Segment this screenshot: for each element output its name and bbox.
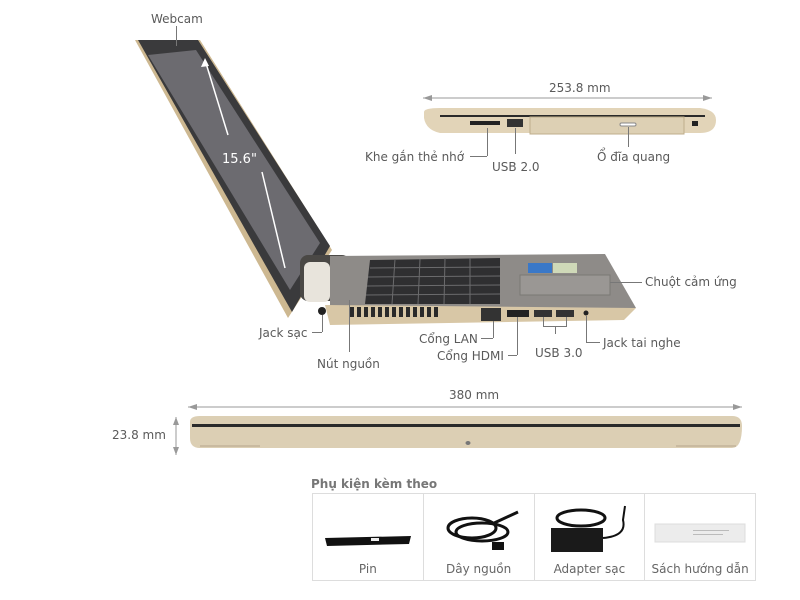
label-screen-size: 15.6" bbox=[222, 152, 257, 167]
optical-drive bbox=[529, 116, 685, 135]
usb2-port bbox=[507, 119, 523, 127]
label-hdmi-port: Cổng HDMI bbox=[437, 349, 504, 363]
label-power-button: Nút nguồn bbox=[317, 357, 380, 371]
accessory-charger-adapter: Adapter sạc bbox=[535, 494, 646, 580]
label-webcam: Webcam bbox=[151, 12, 203, 26]
accessories-title: Phụ kiện kèm theo bbox=[311, 477, 438, 491]
accessory-power-cord: Dây nguồn bbox=[424, 494, 535, 580]
vent bbox=[350, 307, 438, 317]
power-cord-icon bbox=[432, 500, 526, 560]
label-thickness: 23.8 mm bbox=[112, 428, 166, 442]
touchpad bbox=[519, 274, 611, 296]
usb3-port-2 bbox=[556, 310, 574, 317]
label-usb3: USB 3.0 bbox=[535, 346, 583, 360]
label-charging-jack: Jack sạc bbox=[259, 326, 308, 340]
usb3-port-1 bbox=[534, 310, 552, 317]
charging-jack-port bbox=[318, 307, 326, 315]
accessories-table: Pin Dây nguồn Adapter sạc Sách hướng dẫn bbox=[312, 493, 756, 581]
label-optical-drive: Ổ đĩa quang bbox=[597, 150, 671, 164]
keyboard bbox=[365, 258, 500, 304]
label-side-width: 253.8 mm bbox=[549, 81, 611, 95]
label-headphone-jack: Jack tai nghe bbox=[603, 336, 681, 350]
label-lan-port: Cổng LAN bbox=[419, 332, 478, 346]
label-front-width: 380 mm bbox=[449, 388, 500, 402]
lan-port bbox=[481, 308, 501, 321]
manual-booklet-icon bbox=[653, 500, 747, 560]
label-card-slot: Khe gắn thẻ nhớ bbox=[365, 150, 465, 164]
hdmi-port bbox=[507, 310, 529, 317]
label-touchpad: Chuột cảm ứng bbox=[645, 275, 737, 289]
accessory-battery: Pin bbox=[313, 494, 424, 580]
label-usb2: USB 2.0 bbox=[492, 160, 540, 174]
headphone-port bbox=[583, 310, 589, 316]
accessory-manual: Sách hướng dẫn bbox=[645, 494, 755, 580]
card-slot bbox=[470, 121, 500, 125]
screen bbox=[148, 50, 320, 290]
battery-icon bbox=[321, 500, 415, 560]
charger-adapter-icon bbox=[543, 500, 637, 560]
